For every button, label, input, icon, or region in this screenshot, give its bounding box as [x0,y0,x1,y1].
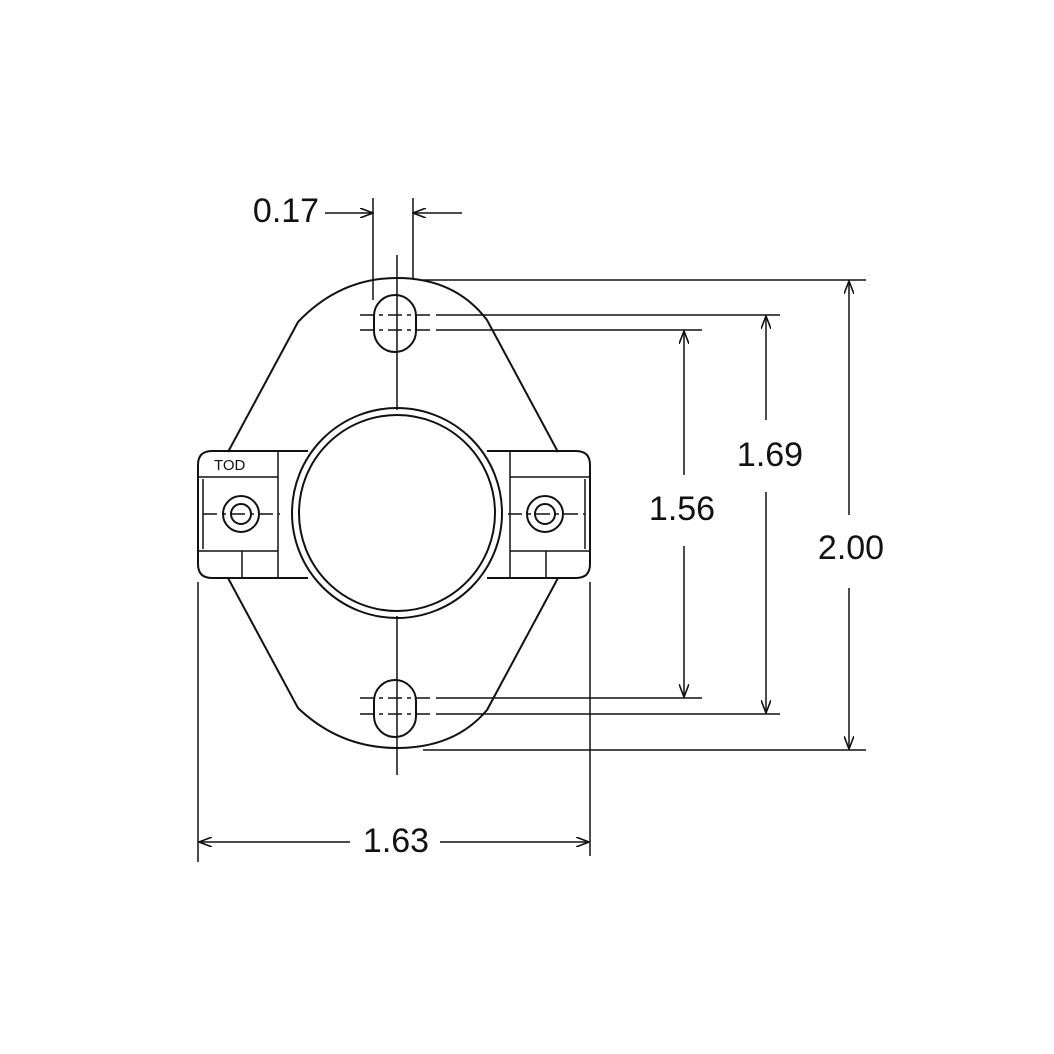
screw-right [508,495,585,533]
bore-outer-circle [291,407,503,619]
part-label: TOD [214,457,246,474]
svg-text:1.63: 1.63 [363,822,429,860]
bracket-body: TOD [197,450,591,579]
dimension-inner-hole-spacing: 1.56 [436,329,715,699]
bore-inner-circle [298,414,496,612]
svg-text:2.00: 2.00 [818,529,884,567]
dimension-overall-height: 2.00 [423,279,884,751]
dimension-overall-width: 1.63 [197,582,591,862]
svg-text:1.69: 1.69 [737,436,803,474]
screw-left [203,495,280,533]
svg-text:0.17: 0.17 [253,192,319,230]
dimension-outer-hole-spacing: 1.69 [436,314,803,715]
dimension-hole-width: 0.17 [253,192,462,300]
svg-text:1.56: 1.56 [649,490,715,528]
mounting-slot-bottom [360,679,430,738]
mounting-slot-top [360,294,430,353]
